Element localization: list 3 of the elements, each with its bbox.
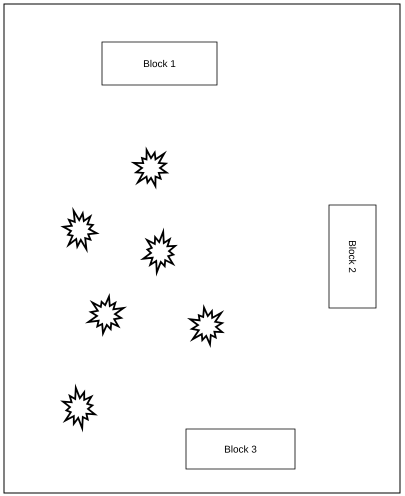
block-box: Block 3 <box>186 428 296 470</box>
block-box: Block 2 <box>328 204 376 308</box>
block-box: Block 1 <box>102 42 218 86</box>
